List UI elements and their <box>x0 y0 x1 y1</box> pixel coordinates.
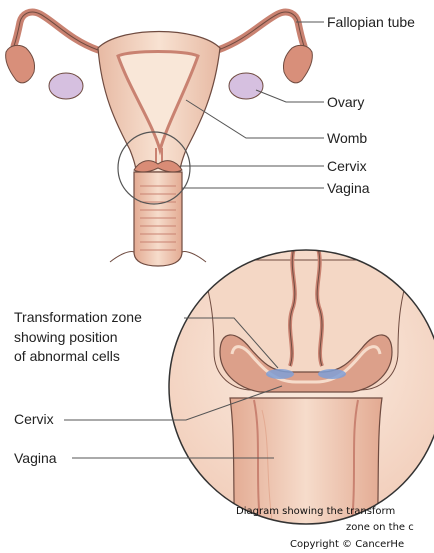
vulva-curve-left <box>110 251 134 262</box>
ovary-right <box>229 73 263 99</box>
fimbriae-right <box>283 45 312 82</box>
label-womb: Womb <box>327 130 367 146</box>
fallopian-tube-left-outline <box>14 12 98 50</box>
caption-line1: Diagram showing the transform <box>236 506 395 517</box>
label-vagina-detail: Vagina <box>14 450 57 466</box>
fallopian-tube-right-outline <box>218 12 304 50</box>
fimbriae-left <box>6 45 35 82</box>
label-transformation-zone-line3: of abnormal cells <box>14 348 120 364</box>
label-cervix-overview: Cervix <box>327 158 367 174</box>
caption-line3: Copyright © CancerHe <box>290 539 404 550</box>
uterus-overview <box>6 12 313 266</box>
label-cervix-detail: Cervix <box>14 411 54 427</box>
vulva-curve-right <box>182 251 206 262</box>
ovary-left <box>49 73 83 99</box>
caption-line2: zone on the c <box>346 522 414 533</box>
abnormal-cells-right <box>318 369 346 379</box>
label-vagina-overview: Vagina <box>327 180 370 196</box>
label-transformation-zone-line2: showing position <box>14 329 118 345</box>
abnormal-cells-left <box>266 369 294 379</box>
label-fallopian-tube: Fallopian tube <box>327 14 415 30</box>
label-ovary: Ovary <box>327 94 364 110</box>
label-transformation-zone-line1: Transformation zone <box>14 309 142 325</box>
